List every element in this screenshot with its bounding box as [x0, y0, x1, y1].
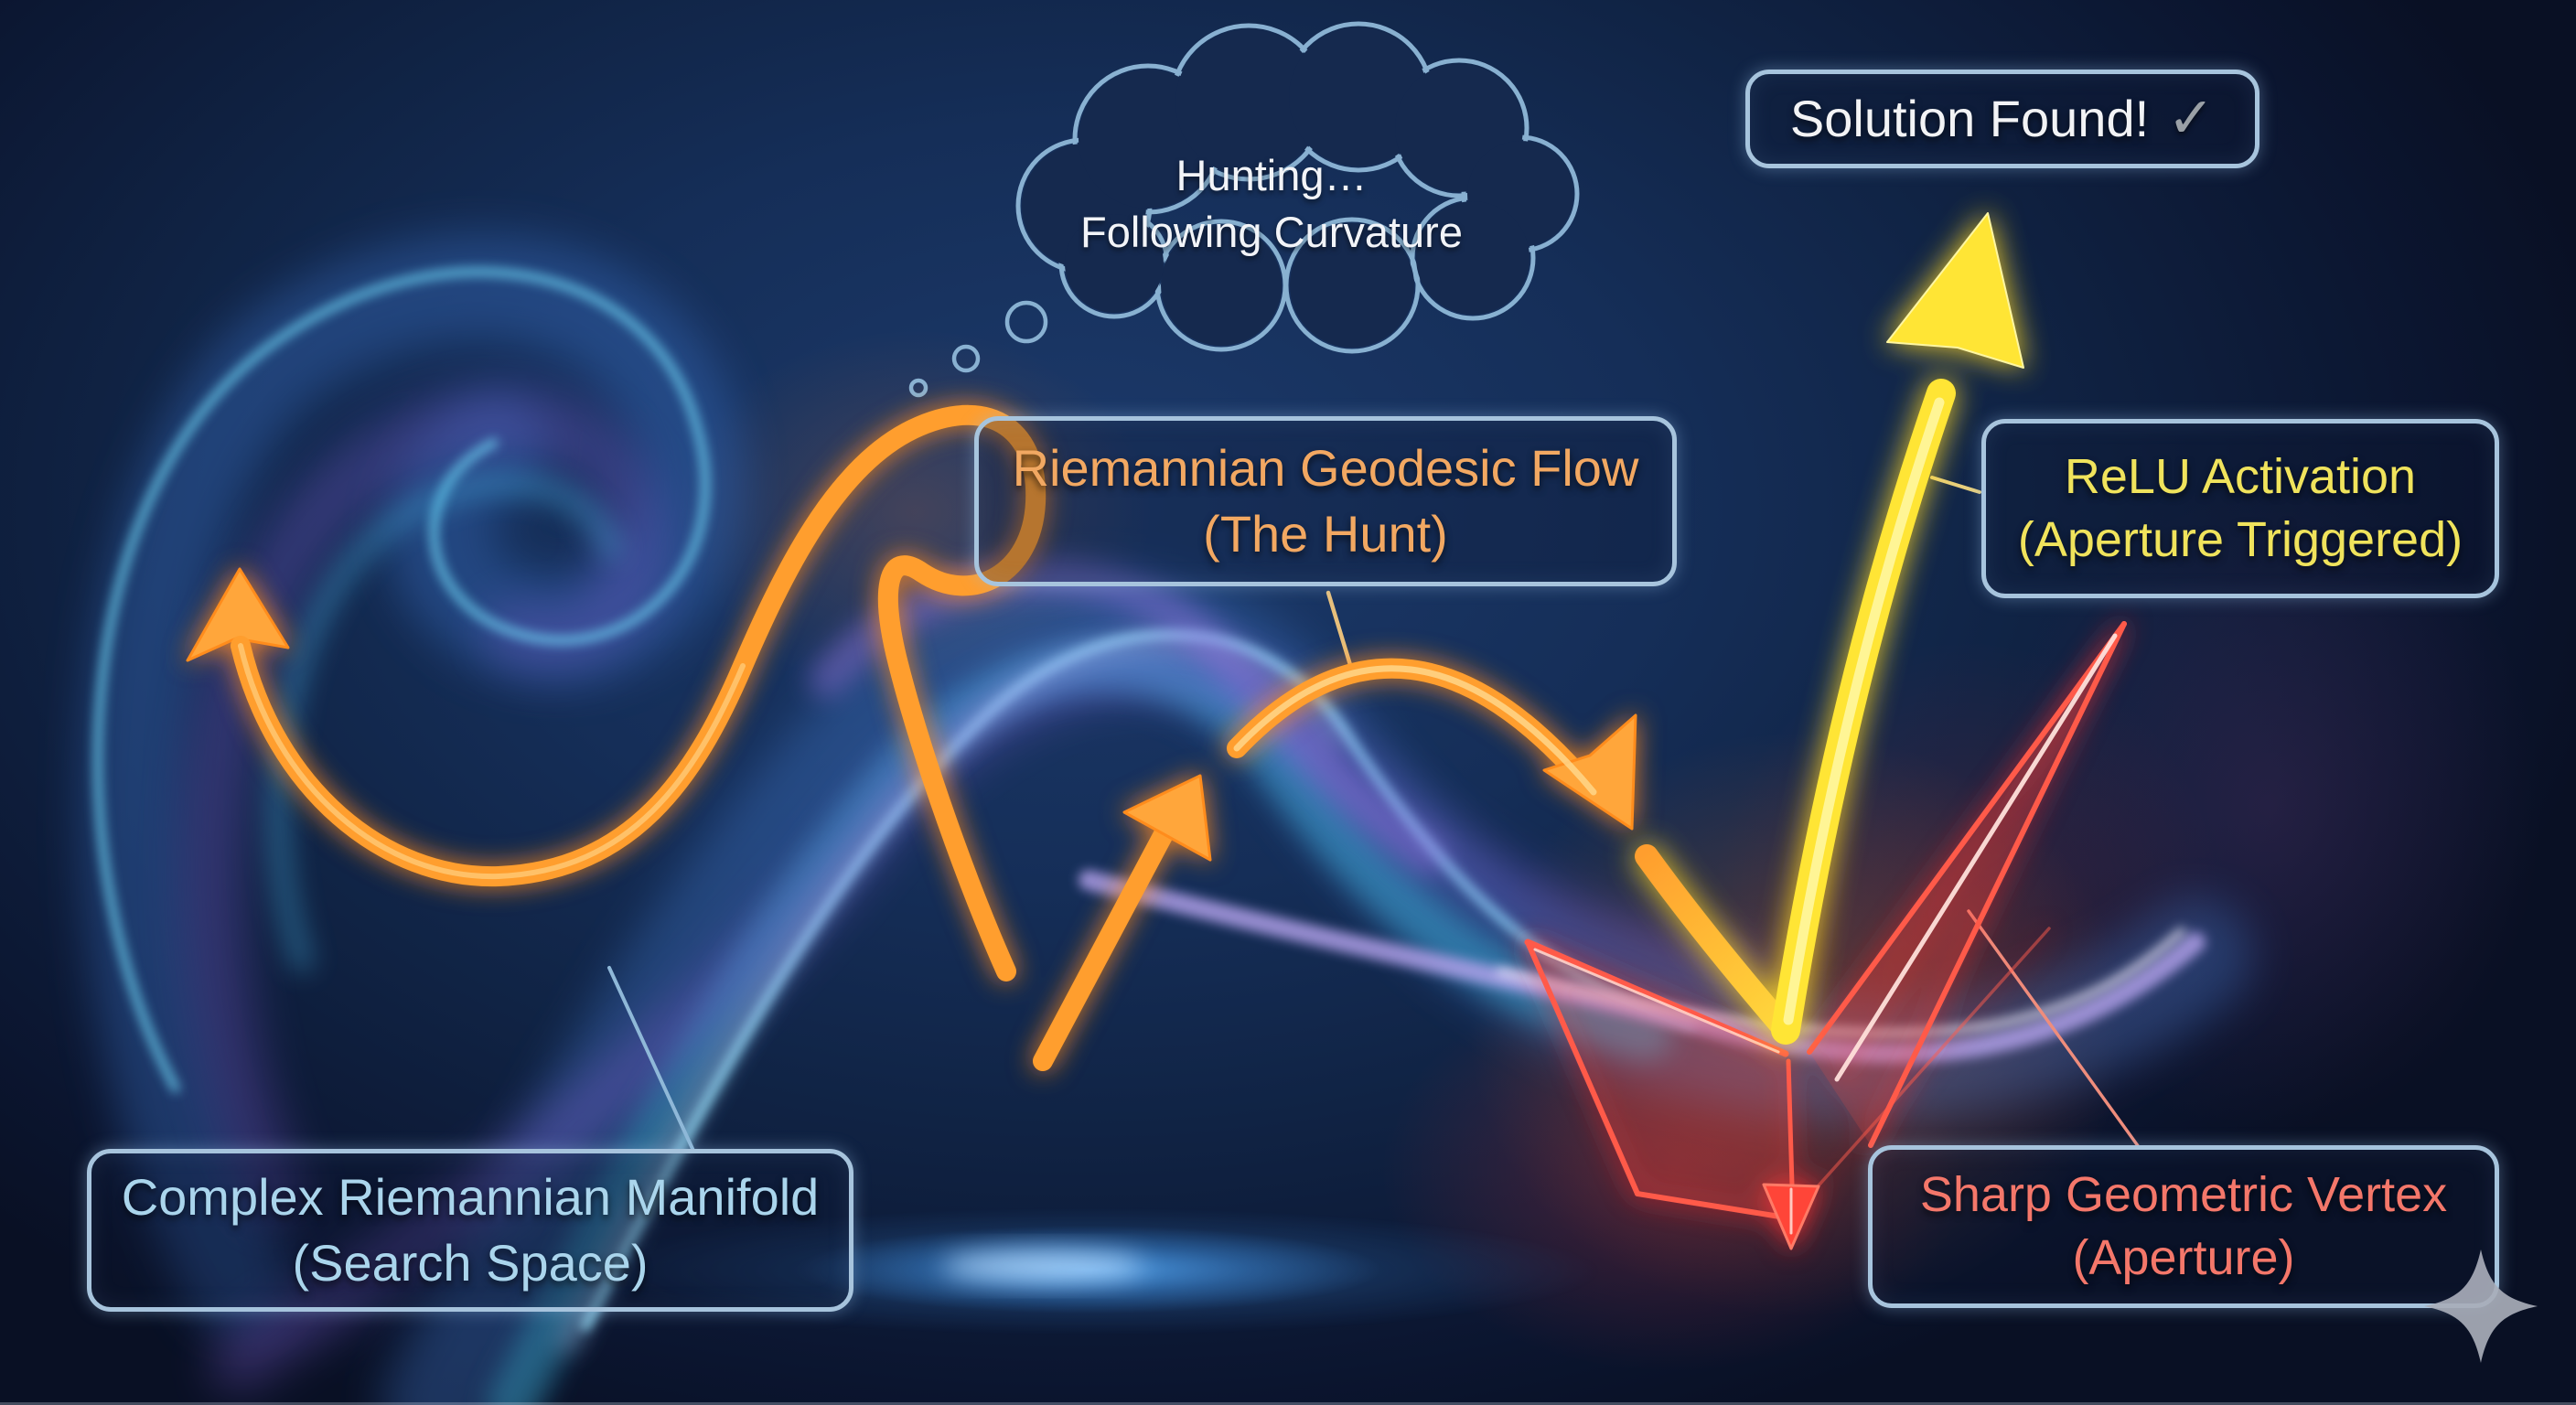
thought-trail-bubbles: [908, 300, 1048, 398]
geodesic-path: [186, 404, 1637, 1071]
relu-line-2: (Aperture Triggered): [2017, 512, 2463, 567]
callout-manifold: Complex Riemannian Manifold (Search Spac…: [87, 1149, 853, 1312]
relu-arrow: [1635, 212, 2024, 1045]
thought-cloud-shape: [908, 21, 1580, 398]
leader-line-geodesic: [1326, 590, 1357, 680]
callout-relu-activation: ReLU Activation (Aperture Triggered): [1981, 419, 2499, 598]
vertex-line-2: (Aperture): [2072, 1230, 2295, 1285]
relu-line-1: ReLU Activation: [2064, 448, 2417, 504]
thought-cloud-text: Hunting… Following Curvature: [1015, 135, 1528, 273]
vertex-line-1: Sharp Geometric Vertex: [1919, 1166, 2448, 1222]
relu-arrow-descent: [1635, 844, 1798, 1042]
cloud-line-1: Hunting…: [1175, 150, 1368, 199]
leader-line-manifold: [607, 966, 695, 1153]
callout-geodesic-flow: Riemannian Geodesic Flow (The Hunt): [974, 416, 1677, 586]
leader-line-relu: [1930, 476, 1981, 494]
bottom-edge-strip: [0, 1402, 2576, 1405]
leader-line-vertex: [1967, 909, 2141, 1149]
callout-sharp-vertex: Sharp Geometric Vertex (Aperture): [1868, 1145, 2499, 1308]
callout-solution-found: Solution Found! ✓: [1745, 70, 2259, 168]
geodesic-line-1: Riemannian Geodesic Flow: [1012, 439, 1639, 498]
checkmark-icon: ✓: [2167, 87, 2216, 151]
manifold-line-2: (Search Space): [292, 1234, 649, 1292]
geodesic-line-2: (The Hunt): [1203, 505, 1448, 563]
solution-label: Solution Found!: [1789, 90, 2150, 148]
geodesic-arrowhead-3: [1542, 713, 1637, 831]
manifold-line-1: Complex Riemannian Manifold: [121, 1168, 820, 1227]
vertex-v-shape: [1524, 621, 2127, 1250]
cloud-line-2: Following Curvature: [1080, 208, 1463, 256]
geodesic-arrowhead-2: [1122, 774, 1212, 862]
relu-arrowhead: [1886, 212, 2024, 369]
